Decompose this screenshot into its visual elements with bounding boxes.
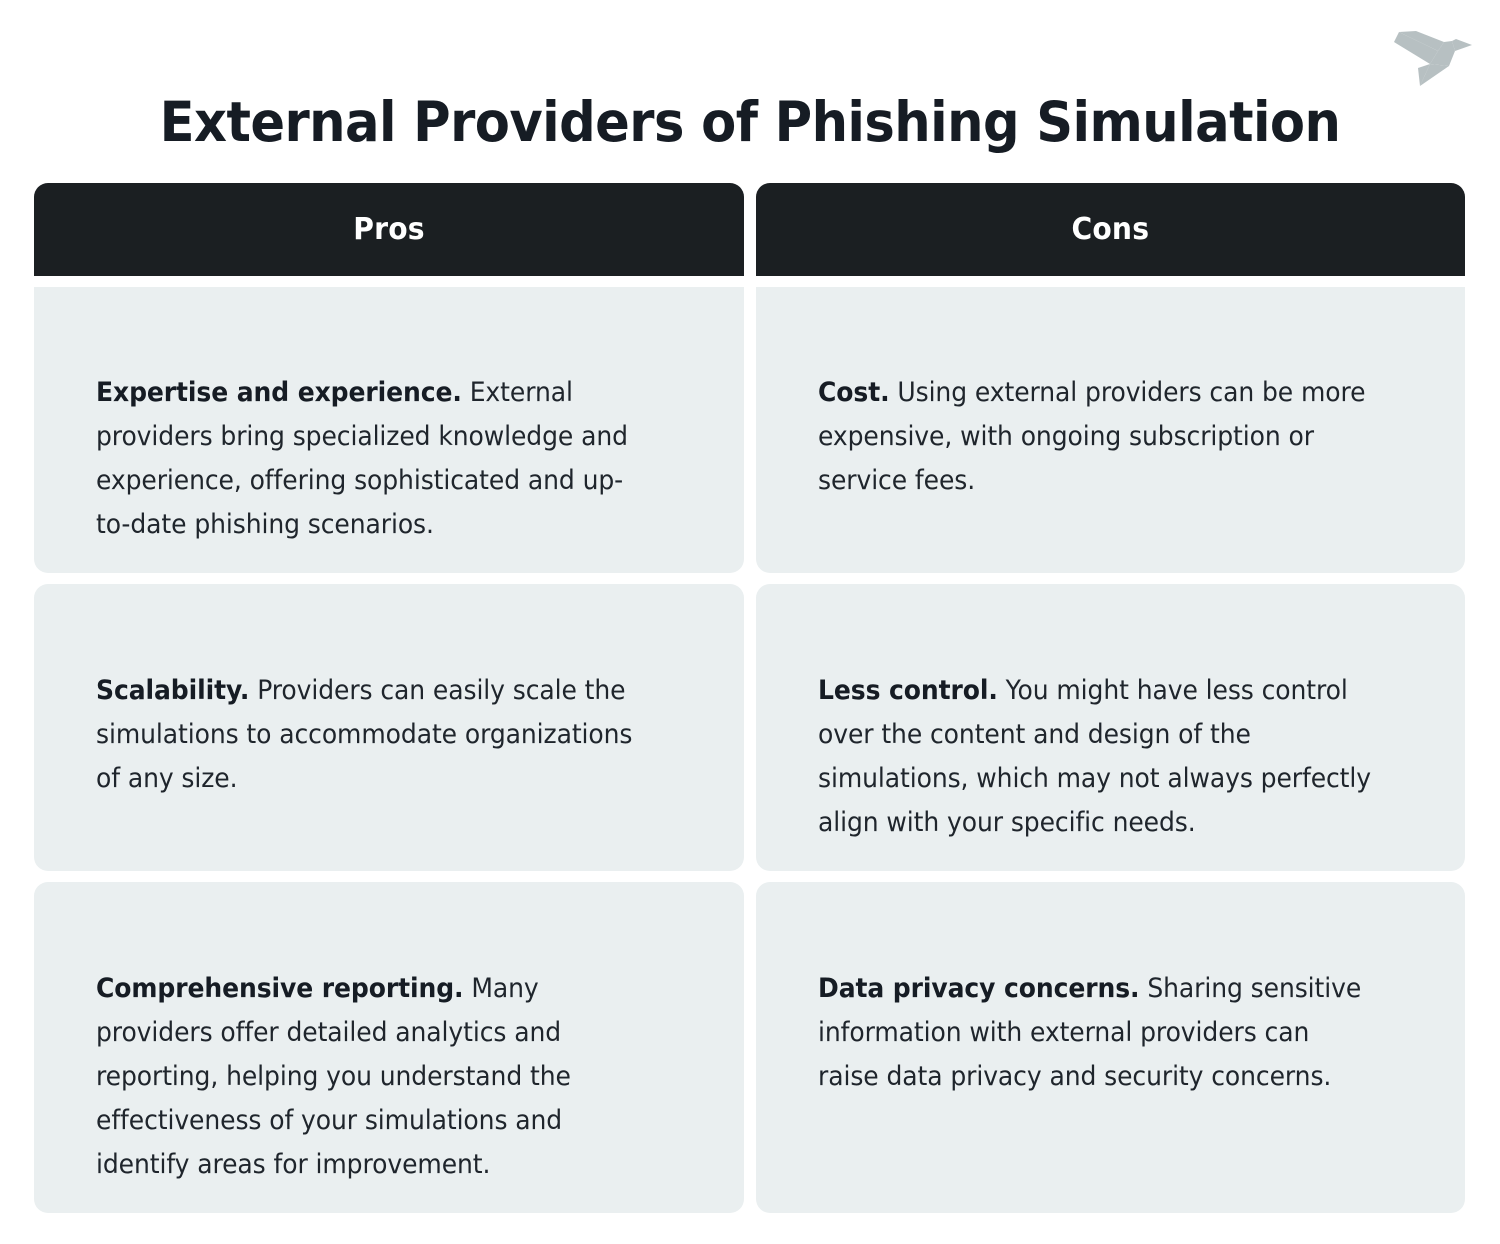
cell-body: Using external providers can be more exp… [817, 376, 1366, 496]
cell-lead: Less control. [817, 674, 998, 706]
cell-text: Comprehensive reporting. Many providers … [96, 967, 649, 1187]
table-cell-cons-2: Less control. You might have less contro… [755, 584, 1465, 871]
page-title: External Providers of Phishing Simulatio… [159, 89, 1341, 154]
cell-text: Expertise and experience. External provi… [96, 371, 649, 547]
column-header-cons: Cons [755, 183, 1465, 276]
cell-text: Less control. You might have less contro… [818, 669, 1371, 845]
table-cell-pros-1: Expertise and experience. External provi… [34, 287, 744, 573]
cell-text: Scalability. Providers can easily scale … [96, 669, 649, 801]
cell-lead: Scalability. [96, 674, 250, 706]
cell-body: External providers bring specialized kno… [96, 376, 628, 540]
cell-lead: Expertise and experience. [96, 376, 462, 408]
cell-text: Data privacy concerns. Sharing sensitive… [818, 967, 1371, 1099]
cell-body: Providers can easily scale the simulatio… [96, 674, 633, 794]
cell-lead: Comprehensive reporting. [96, 972, 464, 1004]
cell-lead: Data privacy concerns. [817, 972, 1140, 1004]
cell-body: Many providers offer detailed analytics … [96, 972, 571, 1180]
cell-body: You might have less control over the con… [817, 674, 1371, 838]
table-cell-cons-3: Data privacy concerns. Sharing sensitive… [755, 882, 1465, 1213]
pros-cons-table: Pros Cons Expertise and experience. Exte… [34, 183, 1465, 1213]
column-header-pros-label: Pros [353, 212, 425, 247]
column-header-pros: Pros [34, 183, 744, 276]
table-cell-cons-1: Cost. Using external providers can be mo… [755, 287, 1465, 573]
cell-text: Cost. Using external providers can be mo… [818, 371, 1371, 503]
table-cell-pros-3: Comprehensive reporting. Many providers … [34, 882, 744, 1213]
cell-body: Sharing sensitive information with exter… [817, 972, 1361, 1092]
column-header-cons-label: Cons [1071, 212, 1150, 247]
table-cell-pros-2: Scalability. Providers can easily scale … [34, 584, 744, 871]
cell-lead: Cost. [817, 376, 890, 408]
origami-bird-logo [1386, 18, 1478, 90]
